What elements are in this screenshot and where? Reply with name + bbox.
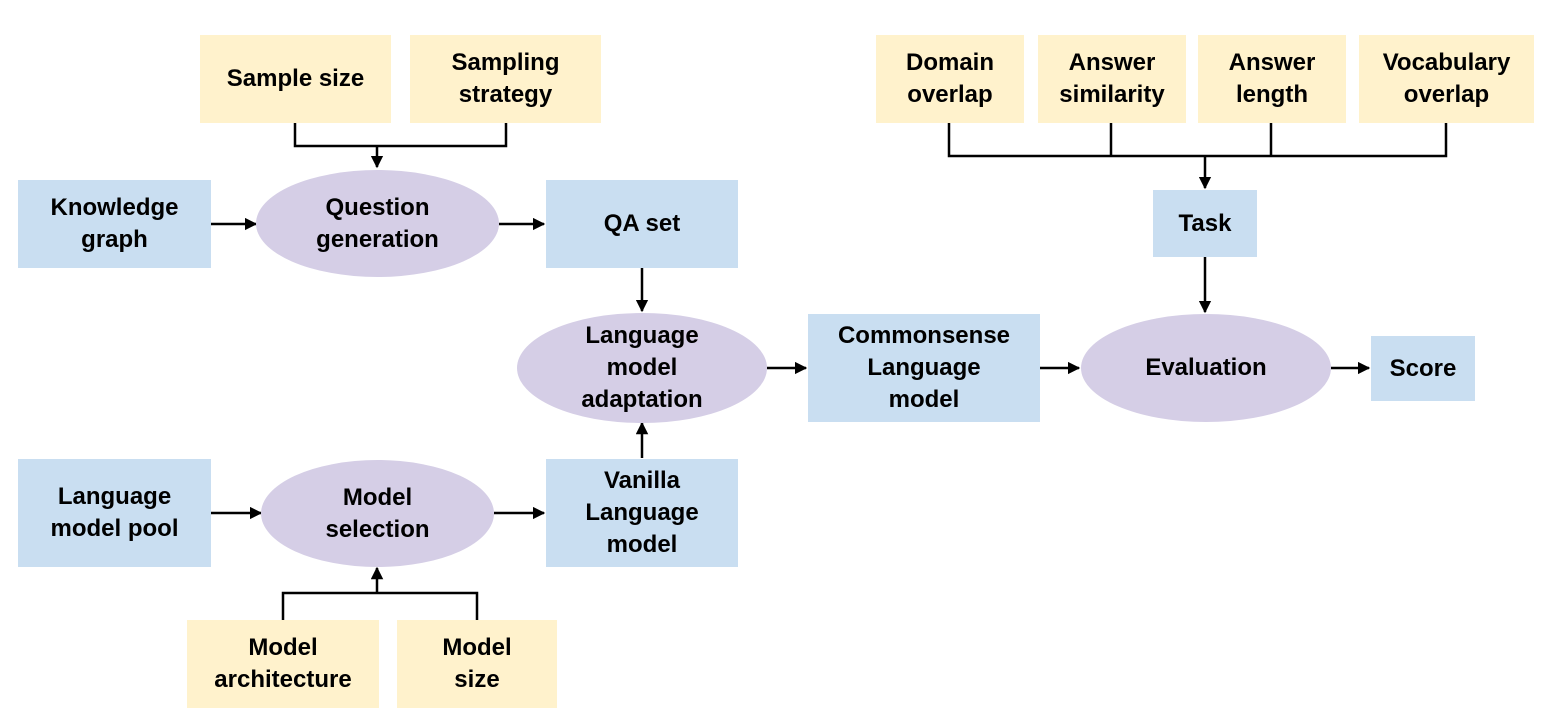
lm-adaptation-ellipse: Language model adaptation — [517, 313, 767, 423]
knowledge-graph-box: Knowledge graph — [18, 180, 211, 268]
answer-length-box: Answer length — [1198, 35, 1346, 123]
model-selection-ellipse: Model selection — [261, 460, 494, 567]
model-size-box: Model size — [397, 620, 557, 708]
score-box: Score — [1371, 336, 1475, 401]
edge-model-params-bracket — [281, 591, 479, 620]
vocabulary-overlap-box: Vocabulary overlap — [1359, 35, 1534, 123]
sampling-strategy-box: Sampling strategy — [410, 35, 601, 123]
answer-similarity-box: Answer similarity — [1038, 35, 1186, 123]
lm-pool-box: Language model pool — [18, 459, 211, 567]
evaluation-ellipse: Evaluation — [1081, 314, 1331, 422]
vanilla-lm-box: Vanilla Language model — [546, 459, 738, 567]
qa-set-box: QA set — [546, 180, 738, 268]
sample-size-box: Sample size — [200, 35, 391, 123]
domain-overlap-box: Domain overlap — [876, 35, 1024, 123]
model-architecture-box: Model architecture — [187, 620, 379, 708]
question-generation-ellipse: Question generation — [256, 170, 499, 277]
edge-sampling-params-to-question-generation — [293, 123, 508, 148]
commonsense-lm-box: Commonsense Language model — [808, 314, 1040, 422]
task-box: Task — [1153, 190, 1257, 257]
edge-task-factors-bracket — [947, 123, 1448, 158]
